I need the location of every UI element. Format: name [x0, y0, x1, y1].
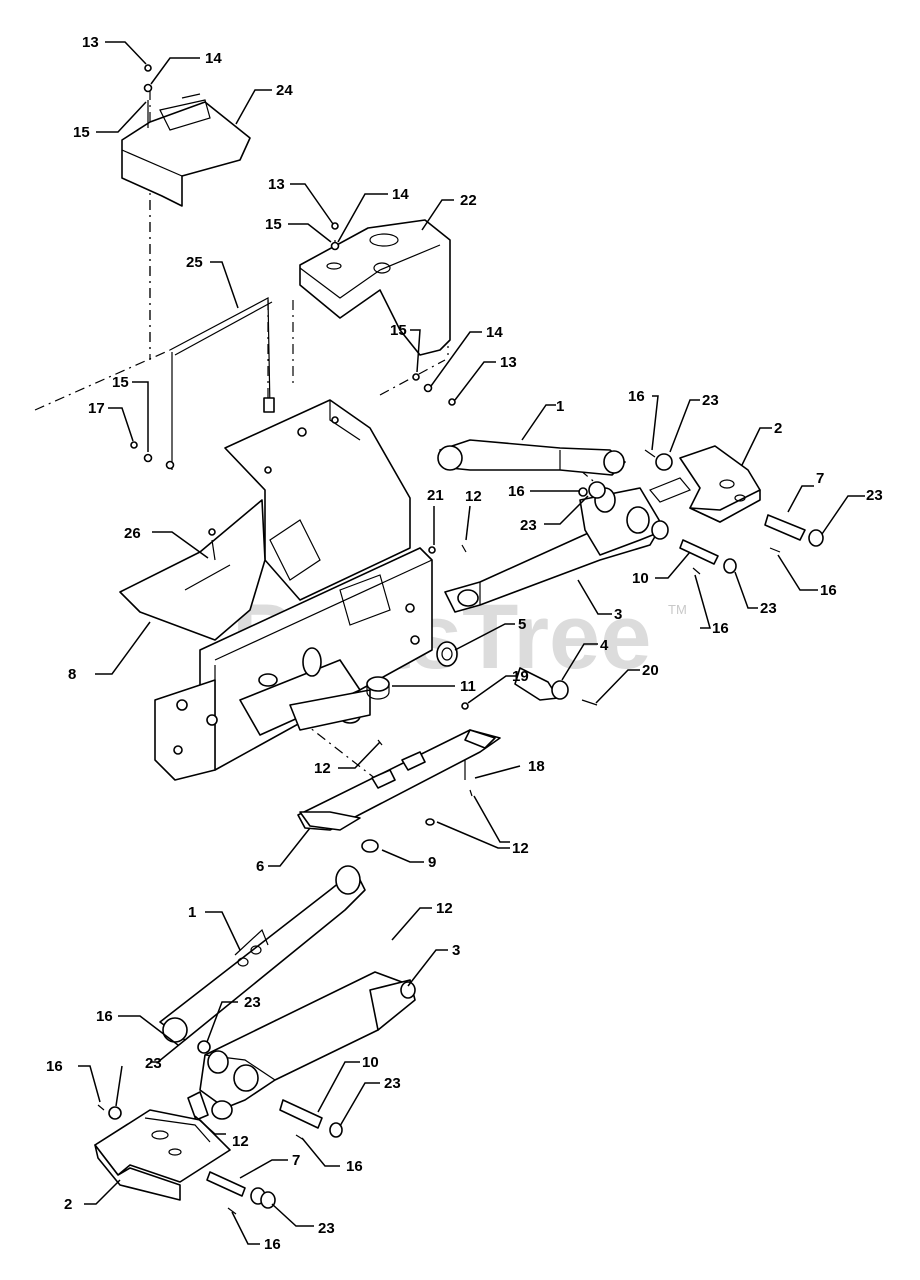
callout-21: 21 [427, 487, 444, 504]
callout-2: 2 [64, 1196, 72, 1213]
part-9-bushing [361, 839, 379, 853]
callout-16: 16 [346, 1158, 363, 1175]
callout-7: 7 [292, 1152, 300, 1169]
hardware-21-12 [208, 528, 467, 561]
callout-1: 1 [188, 904, 196, 921]
callout-1: 1 [556, 398, 564, 415]
callout-15: 15 [112, 374, 129, 391]
callout-17: 17 [88, 400, 105, 417]
callout-23: 23 [702, 392, 719, 409]
callout-5: 5 [518, 616, 526, 633]
part-11-bushing [366, 676, 390, 700]
callout-12: 12 [465, 488, 482, 505]
part-24-cover [121, 93, 251, 207]
part-20-bolt [581, 699, 598, 706]
callout-16: 16 [820, 582, 837, 599]
callout-23: 23 [244, 994, 261, 1011]
callout-23: 23 [760, 600, 777, 617]
hardware-arm-lower [97, 1040, 211, 1120]
callout-23: 23 [384, 1075, 401, 1092]
part-6-axle-bar [297, 729, 501, 831]
callout-2: 2 [774, 420, 782, 437]
callout-13: 13 [268, 176, 285, 193]
part-10-lower-pin [279, 1099, 343, 1141]
callout-16: 16 [712, 620, 729, 637]
callout-12: 12 [314, 760, 331, 777]
callout-16: 16 [628, 388, 645, 405]
part-19-nut [461, 702, 469, 710]
part-22-cover [299, 219, 451, 356]
part-10-upper-pin [679, 539, 737, 575]
part-25-rod [169, 297, 275, 470]
callout-25: 25 [186, 254, 203, 271]
callout-22: 22 [460, 192, 477, 209]
callout-14: 14 [486, 324, 503, 341]
part-7-lower-pin [206, 1171, 276, 1215]
hardware-arm-upper [578, 449, 673, 499]
callout-3: 3 [452, 942, 460, 959]
callout-labels: 13 14 15 24 13 14 15 22 25 15 14 13 15 1… [46, 34, 883, 1253]
callout-15: 15 [390, 322, 407, 339]
hardware-24 [143, 64, 153, 128]
part-5-bushing [436, 641, 458, 667]
callout-13: 13 [500, 354, 517, 371]
callout-19: 19 [512, 668, 529, 685]
callout-12: 12 [512, 840, 529, 857]
callout-15: 15 [265, 216, 282, 233]
callout-12: 12 [436, 900, 453, 917]
callout-8: 8 [68, 666, 76, 683]
callout-23: 23 [145, 1055, 162, 1072]
callout-26: 26 [124, 525, 141, 542]
callout-6: 6 [256, 858, 264, 875]
callout-10: 10 [362, 1054, 379, 1071]
callout-3: 3 [614, 606, 622, 623]
callout-12: 12 [232, 1133, 249, 1150]
callout-4: 4 [600, 637, 609, 654]
leader-lines [78, 41, 865, 1245]
callout-23: 23 [866, 487, 883, 504]
callout-13: 13 [82, 34, 99, 51]
part-3-lower-arm [187, 971, 416, 1121]
callout-23: 23 [318, 1220, 335, 1237]
part-4-pin [514, 667, 569, 701]
callout-18: 18 [528, 758, 545, 775]
part-2-lower-plate [94, 1109, 231, 1201]
part-2-upper-plate [649, 445, 761, 523]
hardware-12-18 [377, 739, 473, 826]
hardware-left [130, 441, 175, 470]
callout-14: 14 [392, 186, 409, 203]
callout-9: 9 [428, 854, 436, 871]
callout-7: 7 [816, 470, 824, 487]
callout-16: 16 [264, 1236, 281, 1253]
callout-10: 10 [632, 570, 649, 587]
callout-16: 16 [96, 1008, 113, 1025]
callout-16: 16 [508, 483, 525, 500]
callout-24: 24 [276, 82, 293, 99]
callout-14: 14 [205, 50, 222, 67]
part-3-upper-arm [444, 487, 669, 613]
callout-11: 11 [460, 678, 476, 695]
main-frame [119, 399, 433, 781]
hardware-22-rear [412, 373, 456, 406]
callout-23: 23 [520, 517, 537, 534]
part-1-upper-arm [437, 439, 626, 476]
callout-16: 16 [46, 1058, 63, 1075]
watermark-tm: TM [668, 602, 687, 617]
callout-20: 20 [642, 662, 659, 679]
callout-15: 15 [73, 124, 90, 141]
part-7-upper-pin [764, 514, 824, 553]
